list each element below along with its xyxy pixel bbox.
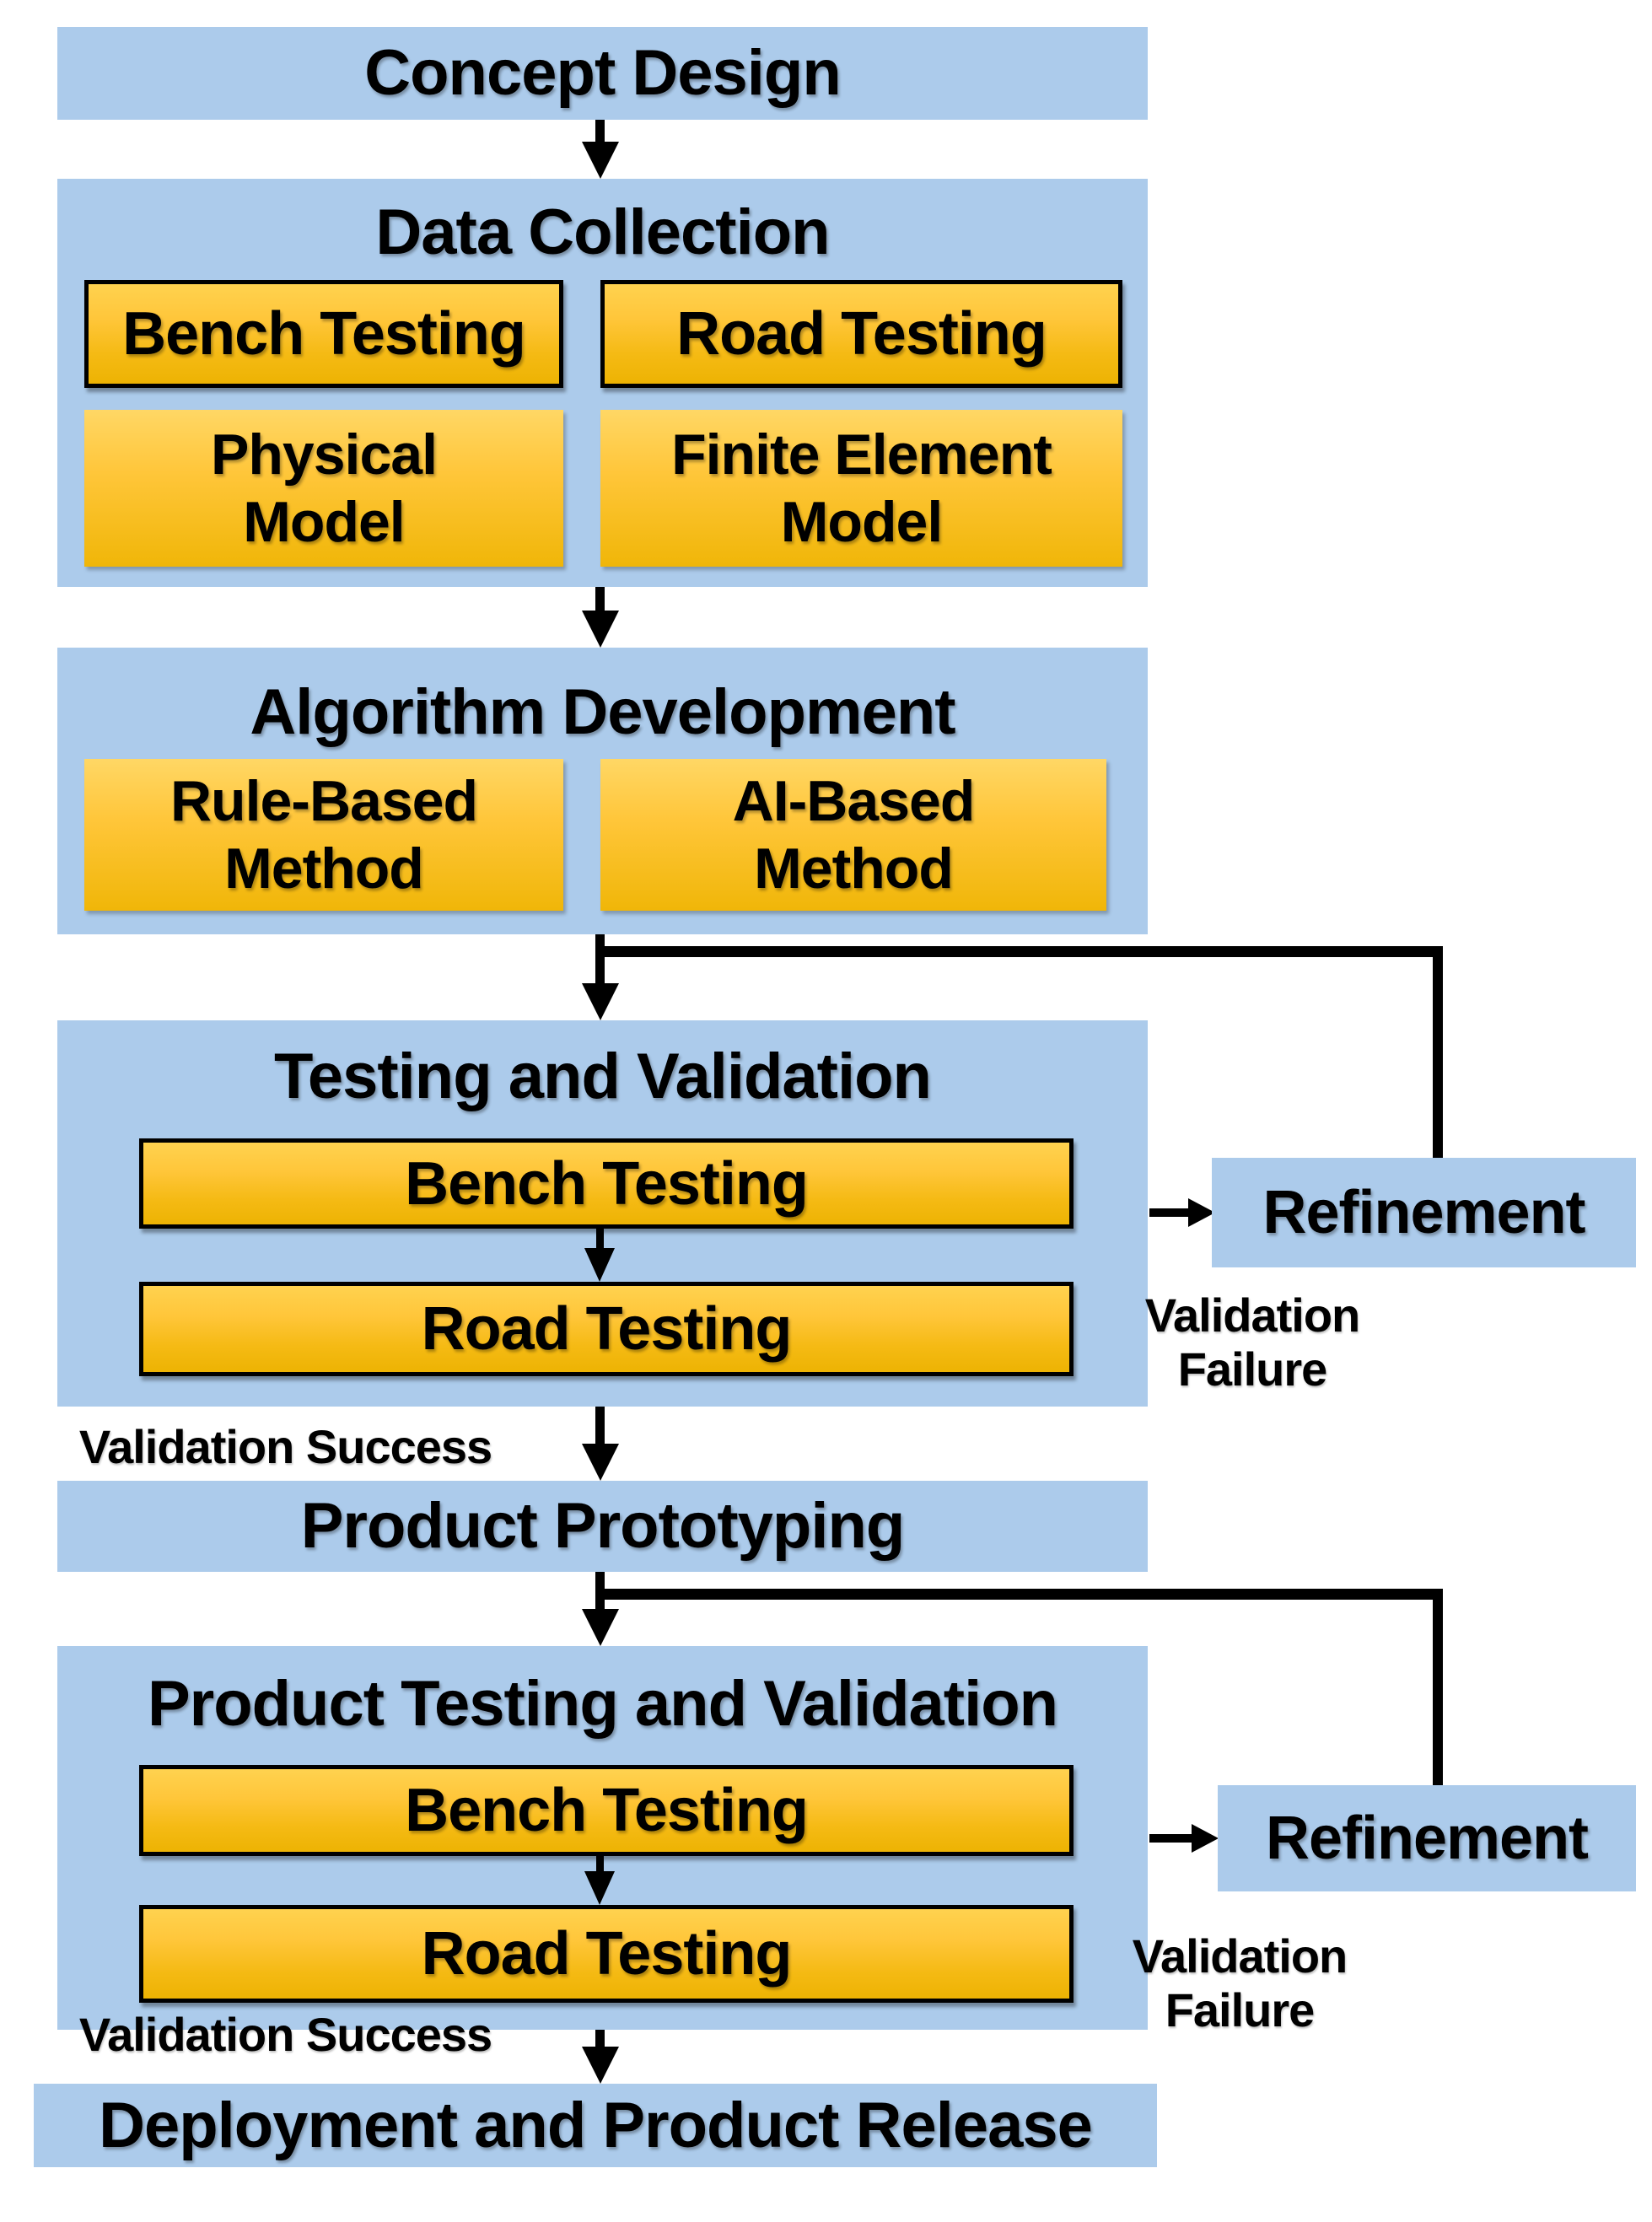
arrow-algorithm-to-testing-stem (595, 934, 605, 983)
arrow-testing-to-prototyping-stem (595, 1407, 605, 1444)
algorithm-development-title: Algorithm Development (250, 676, 955, 748)
product-bench-testing-box: Bench Testing (139, 1765, 1074, 1856)
testing-validation-title: Testing and Validation (274, 1041, 932, 1112)
product-prototyping-box: Product Prototyping (57, 1481, 1148, 1572)
concept-design-box: Concept Design (57, 27, 1148, 120)
refinement-1-box: Refinement (1212, 1158, 1636, 1267)
data-bench-testing-box: Bench Testing (84, 280, 563, 388)
arrow-bench-to-road-2-stem (596, 1856, 604, 1871)
finite-element-model-box: Finite Element Model (600, 410, 1122, 567)
refinement-feedback-line-1-horizontal (600, 946, 1443, 957)
arrow-bench-to-road-2-head (584, 1871, 615, 1905)
validation-failure-1-label: Validation Failure (1144, 1289, 1361, 1396)
arrow-data-to-algorithm-stem (595, 587, 605, 611)
product-testing-validation-title: Product Testing and Validation (147, 1668, 1058, 1740)
arrow-prototyping-to-product-testing-head (582, 1609, 619, 1646)
testing-road-testing-box: Road Testing (139, 1282, 1074, 1376)
arrow-product-testing-to-deployment-head (582, 2047, 619, 2084)
refinement-feedback-line-2-vertical (1433, 1589, 1443, 1785)
refinement-2-box: Refinement (1218, 1785, 1636, 1891)
arrow-bench-to-road-1-stem (596, 1229, 604, 1248)
data-collection-title: Data Collection (375, 196, 830, 268)
arrow-concept-to-data-stem (595, 120, 605, 143)
validation-failure-2-label: Validation Failure (1132, 1929, 1348, 2036)
arrow-testing-to-refinement-1-head (1188, 1198, 1215, 1227)
deployment-box: Deployment and Product Release (34, 2084, 1157, 2167)
arrow-bench-to-road-1-head (584, 1248, 615, 1282)
product-road-testing-box: Road Testing (139, 1905, 1074, 2003)
rule-based-method-box: Rule-Based Method (84, 759, 563, 911)
physical-model-box: Physical Model (84, 410, 563, 567)
ai-based-method-box: AI-Based Method (600, 759, 1106, 911)
arrow-testing-to-refinement-2-stem (1149, 1834, 1192, 1843)
validation-success-2-label: Validation Success (78, 2008, 492, 2061)
arrow-data-to-algorithm-head (582, 611, 619, 648)
refinement-feedback-line-2-horizontal (600, 1589, 1443, 1600)
arrow-prototyping-to-product-testing-stem (595, 1572, 605, 1609)
arrow-product-testing-to-deployment-stem (595, 2030, 605, 2047)
arrow-algorithm-to-testing-head (582, 983, 619, 1020)
arrow-testing-to-refinement-2-head (1192, 1824, 1219, 1853)
validation-success-1-label: Validation Success (78, 1420, 492, 1473)
arrow-testing-to-prototyping-head (582, 1444, 619, 1481)
arrow-testing-to-refinement-1-stem (1149, 1208, 1188, 1217)
data-road-testing-box: Road Testing (600, 280, 1122, 388)
refinement-feedback-line-1-vertical (1433, 946, 1443, 1158)
testing-bench-testing-box: Bench Testing (139, 1138, 1074, 1229)
arrow-concept-to-data-head (582, 142, 619, 179)
